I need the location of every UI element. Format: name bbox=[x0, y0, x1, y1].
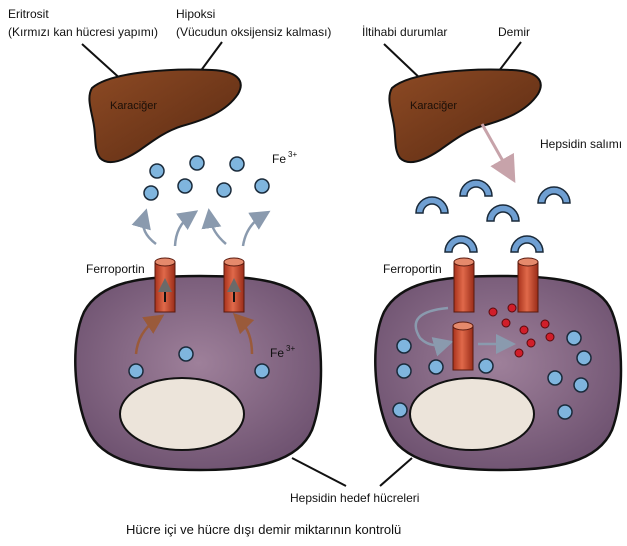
iron-ion bbox=[190, 156, 204, 170]
fragment bbox=[520, 326, 528, 334]
iron-ion bbox=[150, 164, 164, 178]
iron-ion bbox=[429, 360, 443, 374]
fragment bbox=[502, 319, 510, 327]
label-hypoxia-desc: (Vücudun oksijensiz kalması) bbox=[176, 25, 331, 39]
fragment bbox=[508, 304, 516, 312]
fragment bbox=[527, 339, 535, 347]
iron-ion bbox=[577, 351, 591, 365]
label-erythropoiesis: Eritrosit bbox=[8, 7, 49, 21]
iron-ion bbox=[255, 179, 269, 193]
label-ferroportin-right: Ferroportin bbox=[383, 262, 442, 276]
iron-ion bbox=[178, 179, 192, 193]
figure-caption: Hücre içi ve hücre dışı demir miktarının… bbox=[126, 522, 401, 537]
iron-ion bbox=[548, 371, 562, 385]
efflux-arrow bbox=[210, 218, 226, 244]
iron-ion bbox=[567, 331, 581, 345]
fragment bbox=[515, 349, 523, 357]
label-target-cells: Hepsidin hedef hücreleri bbox=[290, 491, 419, 505]
iron-efflux-arrows bbox=[143, 216, 262, 246]
label-ferroportin-left: Ferroportin bbox=[86, 262, 145, 276]
ferroportin-channel-left-2 bbox=[224, 258, 244, 312]
iron-ion bbox=[144, 186, 158, 200]
liver-right bbox=[389, 70, 540, 163]
iron-ion bbox=[393, 403, 407, 417]
iron-ion bbox=[397, 339, 411, 353]
nucleus-left bbox=[120, 378, 244, 450]
label-inflammation: İltihabi durumlar bbox=[362, 25, 447, 39]
iron-ion bbox=[217, 183, 231, 197]
ferroportin-internalized bbox=[453, 322, 473, 370]
pointer-line-target-left bbox=[292, 458, 346, 486]
hepcidin-molecule bbox=[538, 187, 570, 203]
nucleus-right bbox=[410, 378, 534, 450]
hepcidin-molecule bbox=[416, 197, 448, 213]
liver-left-label: Karaciğer bbox=[110, 100, 157, 112]
fragment bbox=[541, 320, 549, 328]
hepcidin-molecule bbox=[460, 180, 492, 196]
hepcidin-molecule bbox=[487, 205, 519, 221]
fragment bbox=[489, 308, 497, 316]
iron-ion bbox=[397, 364, 411, 378]
ferroportin-channel-right-1 bbox=[454, 258, 474, 312]
ferroportin-channel-left-1 bbox=[155, 258, 175, 312]
label-iron-stimulus: Demir bbox=[498, 25, 530, 39]
liver-left bbox=[89, 70, 240, 163]
hepcidin-release-arrow bbox=[482, 124, 508, 170]
label-hepcidin-release: Hepsidin salımı bbox=[540, 137, 622, 151]
fragment bbox=[546, 333, 554, 341]
iron-ion bbox=[255, 364, 269, 378]
efflux-arrow bbox=[175, 216, 190, 246]
ferroportin-channel-right-2 bbox=[518, 258, 538, 312]
iron-ion bbox=[479, 359, 493, 373]
extracellular-iron-left bbox=[144, 156, 269, 200]
iron-ion bbox=[230, 157, 244, 171]
label-erythropoiesis-desc: (Kırmızı kan hücresi yapımı) bbox=[8, 25, 158, 39]
iron-ion bbox=[179, 347, 193, 361]
hepcidin-molecule bbox=[511, 236, 543, 252]
iron-ion bbox=[574, 378, 588, 392]
iron-ion bbox=[129, 364, 143, 378]
label-hypoxia: Hipoksi bbox=[176, 7, 215, 21]
liver-right-label: Karaciğer bbox=[410, 100, 457, 112]
efflux-arrow bbox=[243, 216, 262, 246]
hepcidin-molecule bbox=[445, 236, 477, 252]
hepcidin-molecules bbox=[416, 180, 570, 252]
efflux-arrow bbox=[143, 218, 156, 244]
pointer-line-target-right bbox=[380, 458, 412, 486]
iron-ion bbox=[558, 405, 572, 419]
